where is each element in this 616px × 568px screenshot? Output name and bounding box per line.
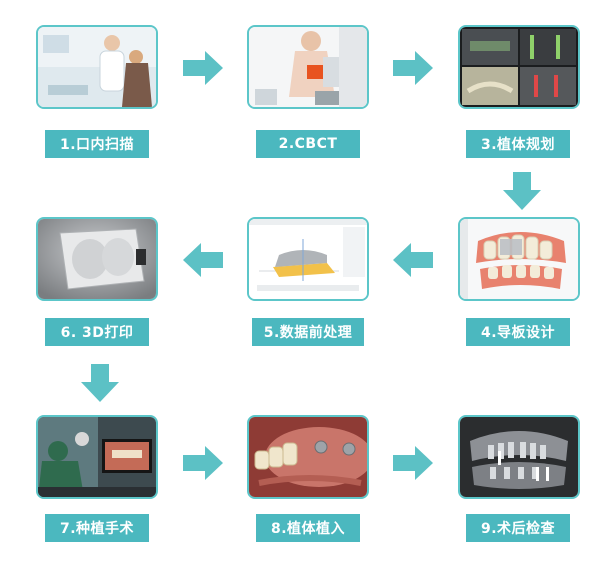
arrow-down-1 <box>503 172 541 210</box>
step-2-image <box>247 25 369 109</box>
step-7-image <box>36 415 158 499</box>
arrow-right-1 <box>183 51 223 85</box>
step-8-label: 8.植体植入 <box>256 514 360 542</box>
step-6-image <box>36 217 158 301</box>
arrow-right-4 <box>393 446 433 480</box>
step-4-image <box>458 217 580 301</box>
arrow-right-3 <box>183 446 223 480</box>
step-9-image <box>458 415 580 499</box>
step-8-image <box>247 415 369 499</box>
step-3-image <box>458 25 580 109</box>
arrow-right-2 <box>393 51 433 85</box>
step-2-label: 2.CBCT <box>256 130 360 158</box>
step-1-label: 1.口内扫描 <box>45 130 149 158</box>
step-9-label: 9.术后检查 <box>466 514 570 542</box>
step-1-image <box>36 25 158 109</box>
step-5-image <box>247 217 369 301</box>
arrow-down-2 <box>81 364 119 402</box>
step-4-label: 4.导板设计 <box>466 318 570 346</box>
arrow-left-2 <box>393 243 433 277</box>
step-7-label: 7.种植手术 <box>45 514 149 542</box>
step-5-label: 5.数据前处理 <box>252 318 364 346</box>
step-3-label: 3.植体规划 <box>466 130 570 158</box>
step-6-label: 6. 3D打印 <box>45 318 149 346</box>
arrow-left-1 <box>183 243 223 277</box>
